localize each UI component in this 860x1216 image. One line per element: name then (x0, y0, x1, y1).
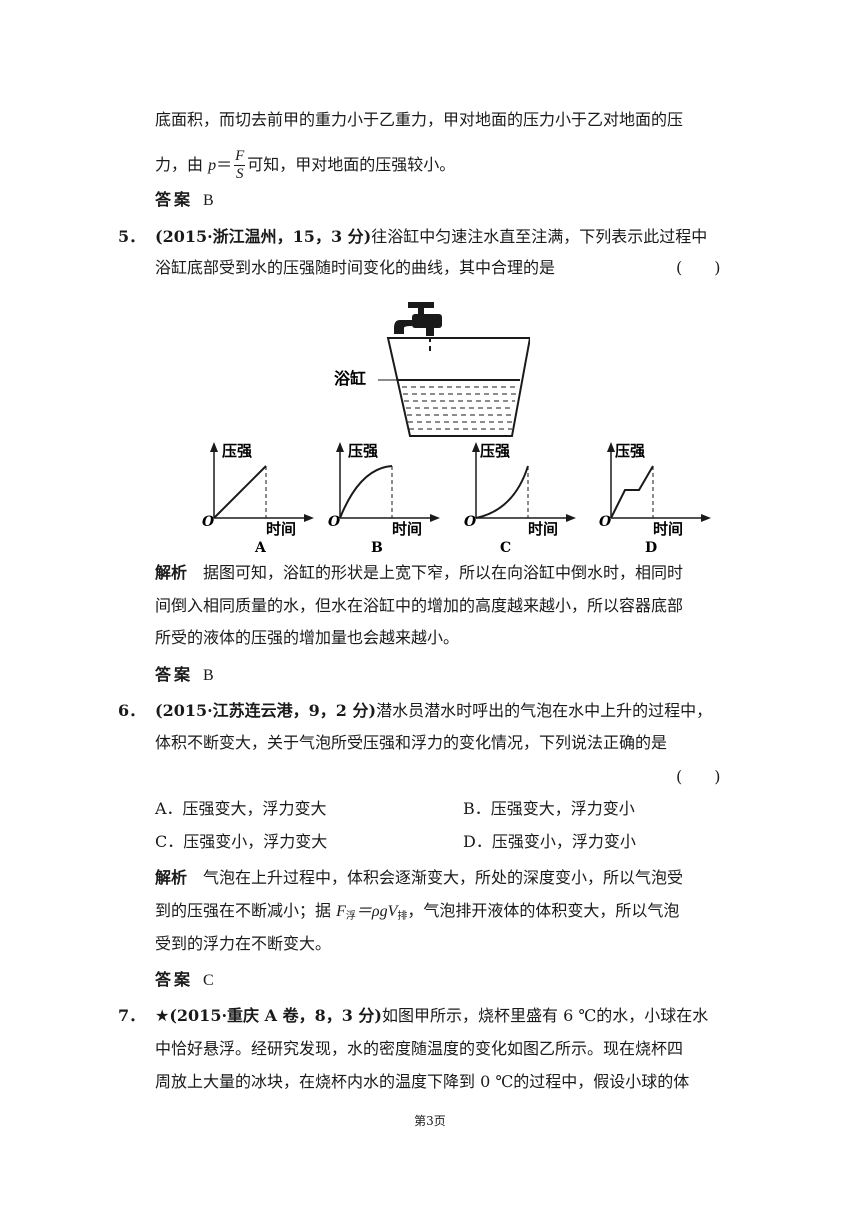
svg-text:O: O (599, 514, 612, 530)
q5-stem-line-2: 浴缸底部受到水的压强随时间变化的曲线，其中合理的是 (155, 258, 556, 277)
q5-analysis-line-2: 间倒入相同质量的水，但水在浴缸中的增加的高度越来越小，所以容器底部 (155, 596, 684, 615)
q6-option-c: C．压强变小，浮力变大 (155, 832, 328, 851)
q6-answer-blank: ( ) (676, 767, 721, 786)
svg-text:压强: 压强 (480, 442, 510, 460)
page-number: 第3页 (414, 1114, 446, 1128)
graph-a-curve (213, 465, 267, 519)
svg-text:压强: 压强 (348, 442, 378, 460)
q6-option-b: B．压强变大，浮力变小 (463, 799, 635, 818)
q6-stem-line-2: 体积不断变大，关于气泡所受压强和浮力的变化情况，下列说法正确的是 (155, 733, 668, 752)
q5-stem-line-1: (2015·浙江温州，15，3 分)往浴缸中匀速注水直至注满，下列表示此过程中 (155, 227, 708, 246)
graph-a: 压强 O 时间 A (202, 442, 314, 556)
bathtub-outline (386, 337, 530, 437)
svg-text:O: O (464, 514, 477, 530)
q6-analysis-line-2: 到的压强在不断减小；据 F浮＝ρgV排，气泡排开液体的体积变大，所以气泡 (155, 901, 680, 922)
star-icon: ★ (155, 1006, 170, 1025)
faucet-icon (394, 302, 442, 351)
q6-source: (2015·江苏连云港，9，2 分) (155, 701, 377, 720)
graph-d-curve (610, 465, 654, 519)
q5-source: (2015·浙江温州，15，3 分) (155, 227, 372, 246)
svg-text:时间: 时间 (266, 520, 296, 538)
svg-text:时间: 时间 (653, 520, 683, 538)
q5-analysis-line-3: 所受的液体的压强的增加量也会越来越小。 (155, 628, 460, 647)
graph-d-label: D (645, 540, 657, 556)
q6-analysis-line-3: 受到的浮力在不断变大。 (155, 934, 332, 953)
svg-text:时间: 时间 (528, 520, 558, 538)
graph-b: 压强 O 时间 B (328, 442, 440, 556)
q7-number: 7． (118, 1006, 146, 1025)
water-dashes (402, 386, 518, 430)
bathtub-label: 浴缸 (334, 369, 366, 388)
prev-explanation-line-1: 底面积，而切去前甲的重力小于乙重力，甲对地面的压力小于乙对地面的压 (155, 110, 684, 129)
graph-c: 压强 O 时间 C (464, 442, 576, 556)
q5-number: 5． (118, 227, 146, 246)
svg-text:O: O (328, 514, 341, 530)
graph-b-label: B (371, 540, 383, 556)
svg-text:O: O (202, 514, 215, 530)
bathtub-figure: 浴缸 (334, 302, 530, 437)
q6-option-d: D．压强变小，浮力变小 (463, 832, 636, 851)
q7-stem-line-2: 中恰好悬浮。经研究发现，水的密度随温度的变化如图乙所示。现在烧杯四 (155, 1039, 684, 1058)
q6-option-a: A．压强变大，浮力变大 (155, 799, 327, 818)
q5-answer-blank: ( ) (676, 258, 721, 277)
graph-d: 压强 O 时间 D (599, 442, 711, 556)
graph-c-label: C (500, 540, 511, 556)
graph-a-label: A (254, 540, 267, 556)
q7-stem-line-3: 周放上大量的冰块，在烧杯内水的温度下降到 0 ℃的过程中，假设小球的体 (155, 1072, 690, 1091)
formula-p: p (208, 157, 217, 174)
svg-text:压强: 压强 (615, 442, 645, 460)
graph-b-curve (339, 465, 393, 519)
q6-number: 6． (118, 701, 146, 720)
q5-analysis-line-1: 解析 据图可知，浴缸的形状是上宽下窄，所以在向浴缸中倒水时，相同时 (155, 563, 684, 582)
graph-c-curve (475, 465, 529, 519)
svg-text:压强: 压强 (222, 442, 252, 460)
q6-stem-line-1: (2015·江苏连云港，9，2 分)潜水员潜水时呼出的气泡在水中上升的过程中， (155, 701, 713, 720)
svg-text:时间: 时间 (392, 520, 422, 538)
q7-stem-line-1: ★(2015·重庆 A 卷，8，3 分)如图甲所示，烧杯里盛有 6 ℃的水，小球… (155, 1006, 709, 1025)
q7-source: (2015·重庆 A 卷，8，3 分) (169, 1006, 382, 1025)
q6-analysis-line-1: 解析 气泡在上升过程中，体积会逐渐变大，所处的深度变小，所以气泡受 (155, 868, 684, 887)
